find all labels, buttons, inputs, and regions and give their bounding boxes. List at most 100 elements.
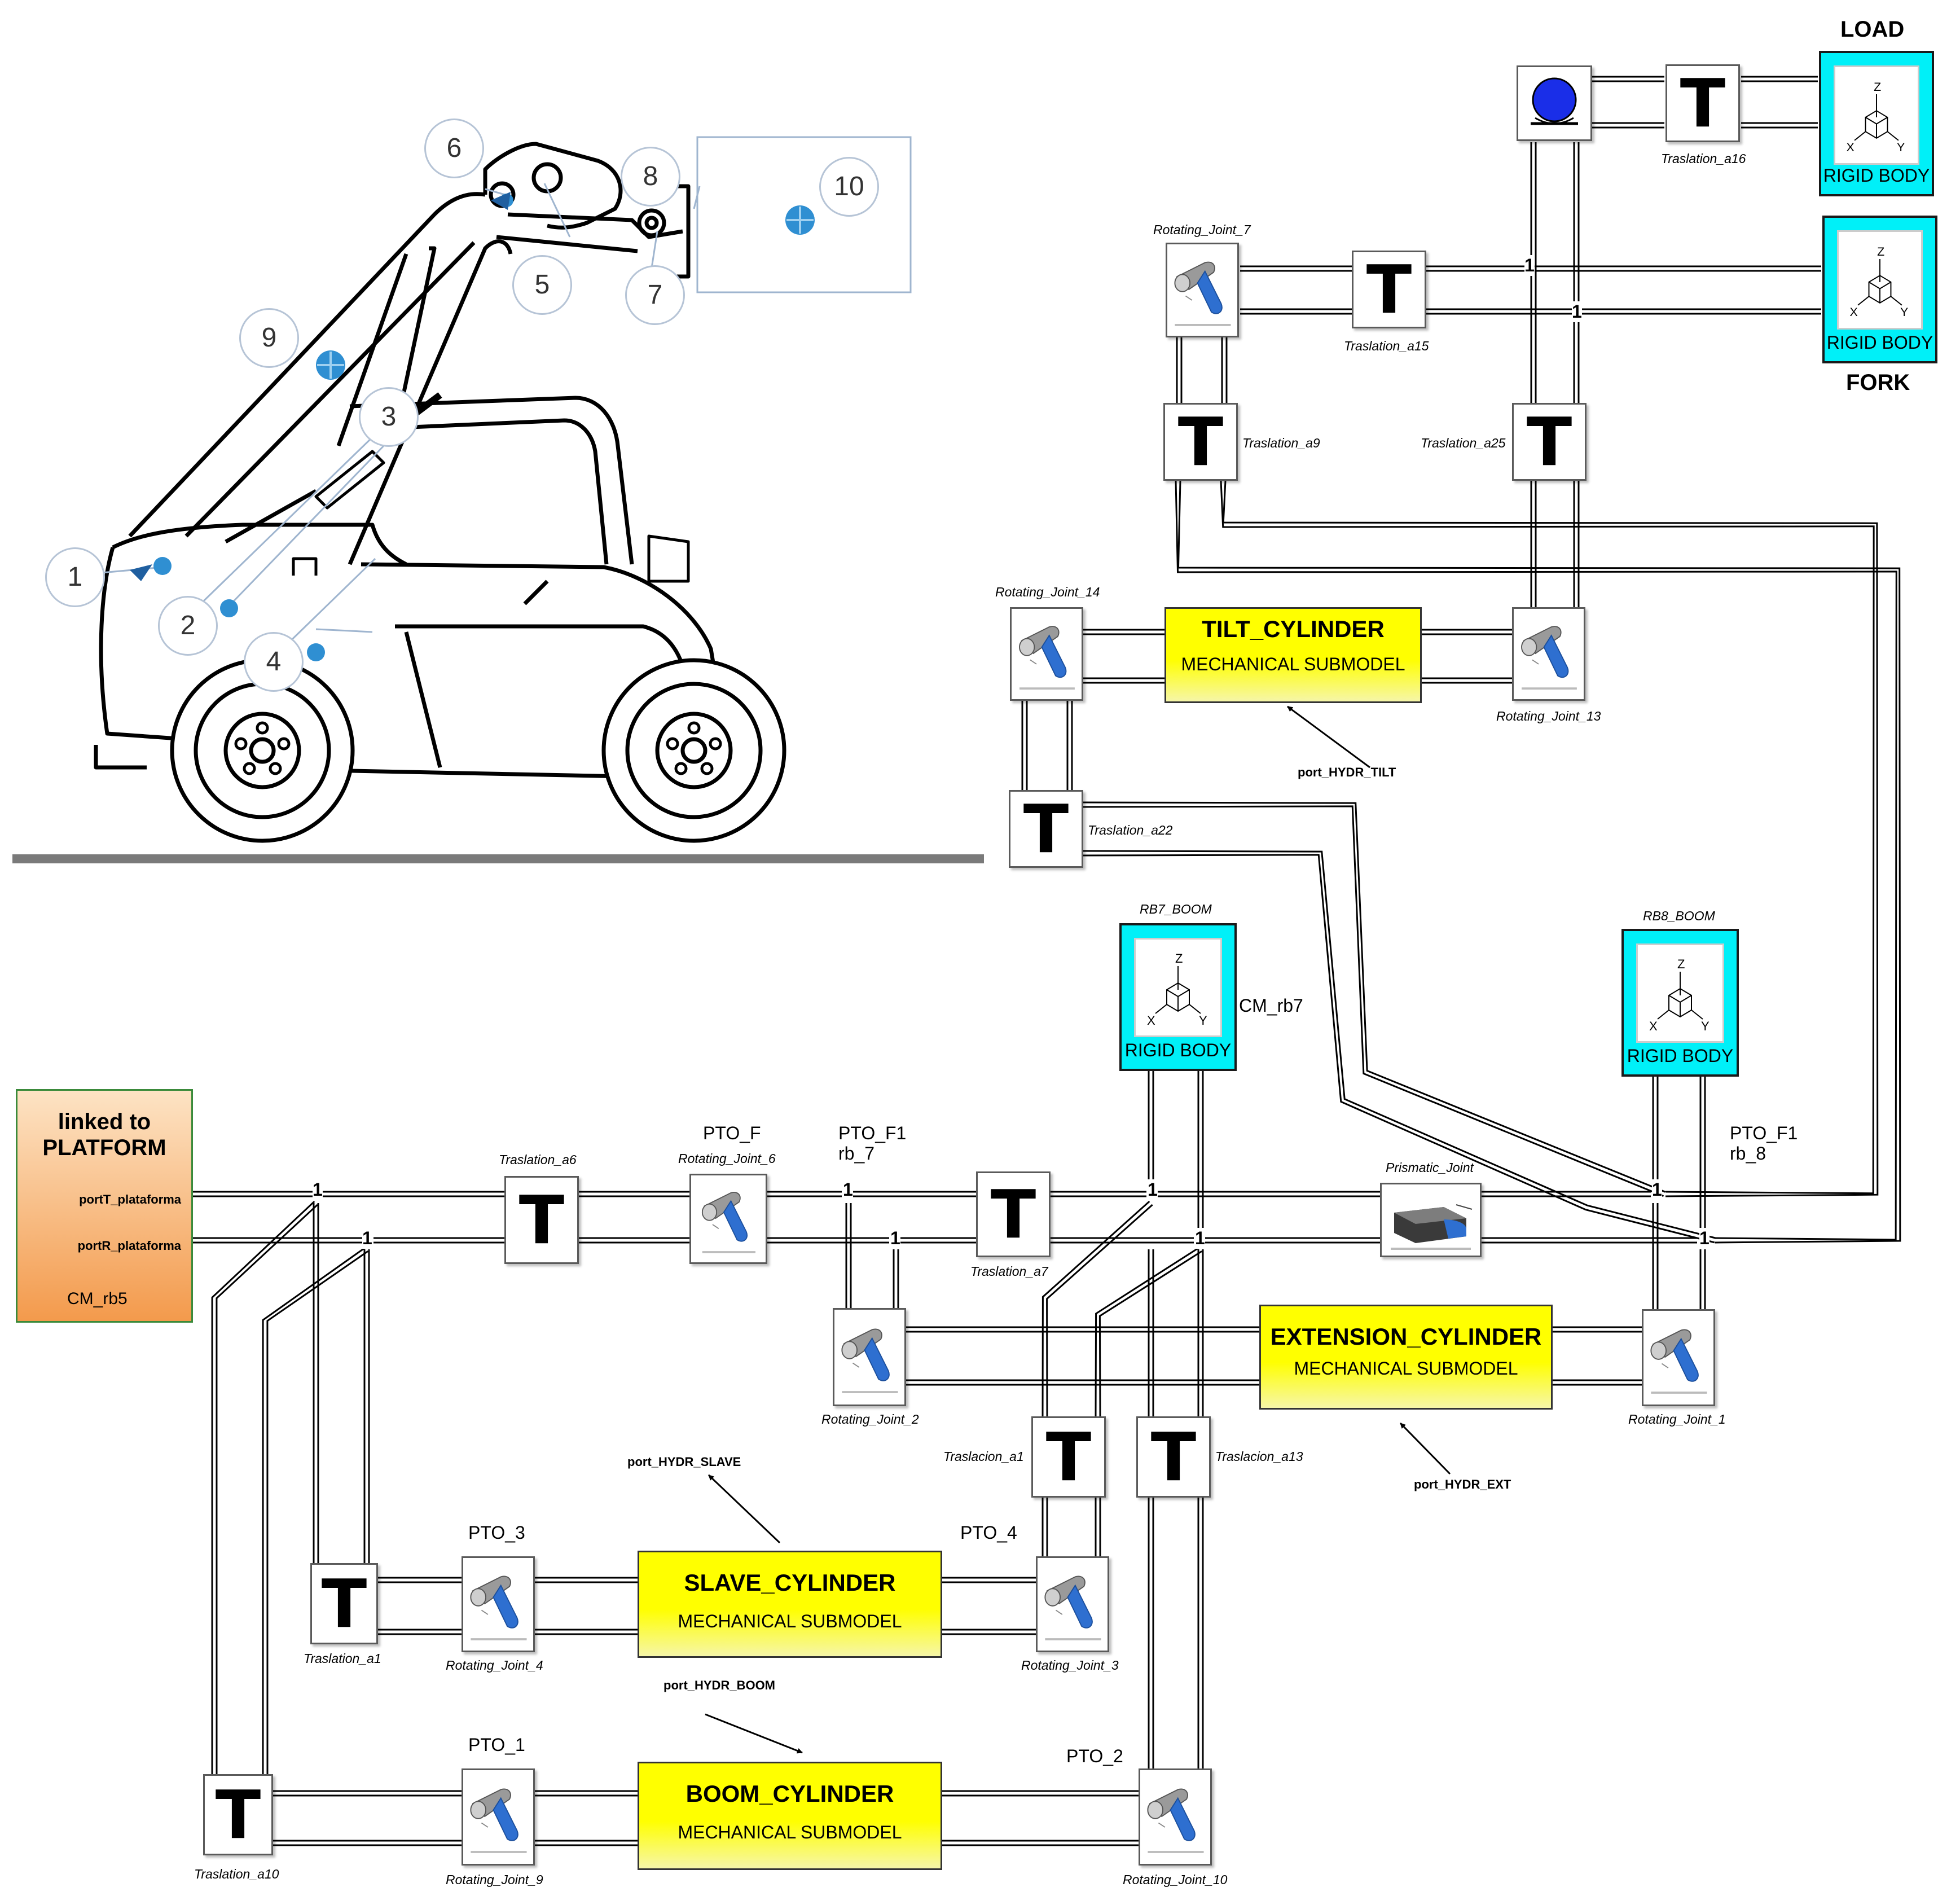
t-symbol: T [1023, 790, 1069, 868]
extension-cylinder-block[interactable]: EXTENSION_CYLINDER MECHANICAL SUBMODEL [1259, 1305, 1553, 1410]
axes-icon: Z X Y [1834, 65, 1919, 165]
rigid-body-label: RIGID BODY [1826, 332, 1933, 353]
mass-load-block[interactable] [1517, 65, 1592, 141]
axes-icon: Z X Y [1837, 230, 1923, 330]
rotating-joint-3-block[interactable] [1036, 1556, 1109, 1652]
slave-cylinder-block[interactable]: SLAVE_CYLINDER MECHANICAL SUBMODEL [638, 1551, 942, 1658]
traslation-a22-block[interactable]: T [1009, 790, 1083, 868]
traslation-a15-block[interactable]: T [1352, 251, 1426, 328]
rotating-joint-14-block[interactable] [1010, 607, 1083, 701]
rotating-joint-7-block[interactable] [1166, 243, 1239, 337]
rigid-body-fork[interactable]: Z X Y RIGID BODY [1822, 216, 1937, 363]
tilt-cylinder-title: TILT_CYLINDER [1202, 616, 1385, 642]
label-traslation-a9: Traslation_a9 [1242, 436, 1320, 450]
bond-wire [1083, 801, 1666, 1193]
label-traslacion-a1: Traslacion_a1 [943, 1449, 1024, 1464]
label-traslation-a22: Traslation_a22 [1088, 823, 1173, 837]
traslation-a9-block[interactable]: T [1163, 403, 1238, 481]
rotating-joint-1-block[interactable] [1642, 1309, 1715, 1406]
label-pto-3: PTO_3 [468, 1522, 525, 1543]
prismatic-joint-icon [1391, 1204, 1473, 1250]
svg-text:X: X [1846, 141, 1854, 154]
rotating-joint-13-block[interactable] [1512, 607, 1585, 701]
label-port-hydr-slave: port_HYDR_SLAVE [627, 1455, 741, 1469]
t-symbol: T [1045, 1418, 1092, 1496]
label-traslation-a6: Traslation_a6 [499, 1152, 577, 1167]
platform-port-t: portT_plataforma [79, 1192, 181, 1206]
label-rb-8: rb_8 [1730, 1143, 1766, 1164]
junction-1: 1 [1699, 1228, 1709, 1249]
traslation-a10-block[interactable]: T [203, 1774, 273, 1855]
label-pto-2: PTO_2 [1066, 1746, 1123, 1766]
load-box-outline [696, 136, 912, 293]
label-rotating-joint-7: Rotating_Joint_7 [1153, 222, 1251, 237]
label-port-hydr-tilt: port_HYDR_TILT [1298, 765, 1396, 779]
axes-icon: Z X Y [1134, 938, 1222, 1037]
label-rb-7: rb_7 [838, 1143, 875, 1164]
svg-text:Y: Y [1701, 1019, 1709, 1033]
rotating-joint-icon [470, 1575, 527, 1640]
prismatic-joint-block[interactable] [1380, 1183, 1482, 1257]
rotating-joint-10-block[interactable] [1139, 1768, 1212, 1866]
label-traslation-a10: Traslation_a10 [194, 1867, 279, 1881]
svg-text:Z: Z [1677, 957, 1685, 971]
svg-text:Y: Y [1199, 1013, 1207, 1028]
t-symbol: T [1177, 403, 1224, 481]
traslation-a25-block[interactable]: T [1512, 403, 1587, 481]
platform-title: linked to PLATFORM [42, 1109, 166, 1160]
platform-block[interactable]: linked to PLATFORM portT_plataforma port… [16, 1089, 193, 1323]
t-symbol: T [1150, 1418, 1197, 1496]
label-rotating-joint-3: Rotating_Joint_3 [1021, 1658, 1119, 1673]
junction-1: 1 [1652, 1179, 1662, 1200]
label-rotating-joint-1: Rotating_Joint_1 [1628, 1412, 1726, 1427]
label-rotating-joint-13: Rotating_Joint_13 [1496, 709, 1601, 723]
t-symbol: T [1366, 251, 1412, 328]
fork-label: FORK [1846, 370, 1910, 395]
rotating-joint-icon [841, 1328, 898, 1393]
callout-9: 9 [239, 308, 299, 368]
rotating-joint-9-block[interactable] [462, 1768, 535, 1866]
t-symbol: T [518, 1181, 565, 1259]
tilt-cylinder-block[interactable]: TILT_CYLINDER MECHANICAL SUBMODEL [1164, 607, 1422, 703]
bond-wire [266, 1250, 369, 1775]
bond-wire [211, 1200, 315, 1775]
rigid-body-rb8-boom[interactable]: Z X Y RIGID BODY [1621, 929, 1739, 1077]
boom-cylinder-block[interactable]: BOOM_CYLINDER MECHANICAL SUBMODEL [638, 1762, 942, 1870]
rotating-joint-icon [1019, 626, 1075, 690]
rigid-body-load[interactable]: Z X Y RIGID BODY [1819, 51, 1934, 196]
traslacion-a13-block[interactable]: T [1136, 1416, 1211, 1498]
label-traslation-a7: Traslation_a7 [970, 1264, 1048, 1279]
bond-wire [1083, 854, 1715, 1244]
traslation-a16-block[interactable]: T [1665, 64, 1740, 142]
traslacion-a1-block[interactable]: T [1031, 1416, 1106, 1498]
label-traslation-a1: Traslation_a1 [304, 1651, 381, 1666]
junction-1: 1 [313, 1179, 323, 1200]
ground-line [12, 854, 984, 863]
bond-wire [1098, 1250, 1202, 1417]
junction-1: 1 [843, 1179, 853, 1200]
bond-wire [262, 1247, 366, 1775]
rotating-joint-icon [1044, 1575, 1101, 1640]
mass-ball-icon [1531, 77, 1578, 125]
platform-port-r: portR_plataforma [77, 1239, 181, 1253]
traslation-a6-block[interactable]: T [504, 1176, 579, 1264]
traslation-a1-block[interactable]: T [310, 1563, 378, 1644]
rotating-joint-icon [1650, 1329, 1707, 1394]
bond-wire [1175, 480, 1897, 1241]
rotating-joint-2-block[interactable] [833, 1308, 906, 1406]
traslation-a7-block[interactable]: T [976, 1171, 1051, 1257]
slave-cylinder-subtitle: MECHANICAL SUBMODEL [678, 1611, 902, 1631]
t-symbol: T [1680, 64, 1726, 142]
rotating-joint-4-block[interactable] [462, 1556, 535, 1652]
junction-1: 1 [1572, 301, 1582, 322]
label-pto-4: PTO_4 [960, 1522, 1017, 1543]
label-rb7-boom: RB7_BOOM [1140, 902, 1212, 916]
label-prismatic-joint: Prismatic_Joint [1386, 1160, 1474, 1175]
rotating-joint-6-block[interactable] [689, 1174, 767, 1264]
rigid-body-rb7-boom[interactable]: Z X Y RIGID BODY [1119, 923, 1237, 1071]
svg-text:Z: Z [1175, 951, 1183, 965]
label-pto-1: PTO_1 [468, 1735, 525, 1755]
bond-wire [1041, 1200, 1150, 1417]
bond-wire [1083, 850, 1716, 1239]
